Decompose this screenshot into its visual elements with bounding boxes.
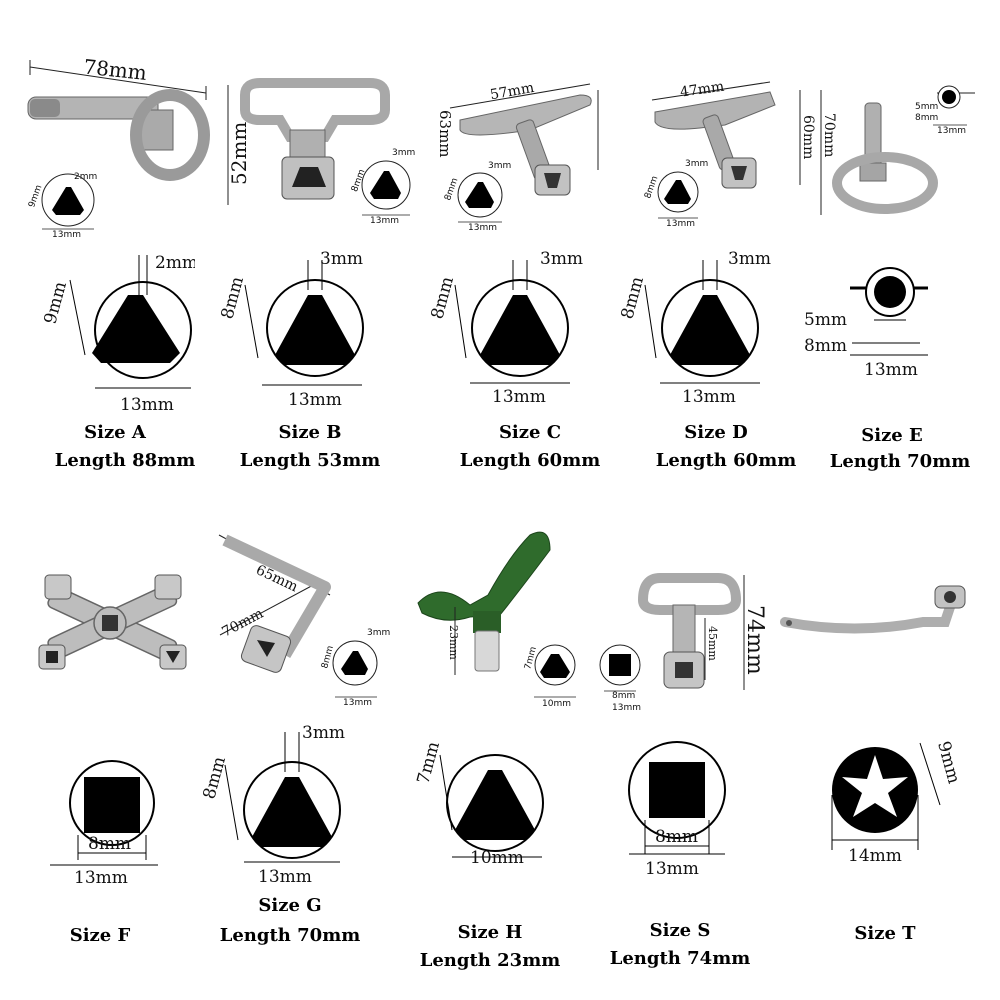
size-c-height-label: 8mm (428, 275, 458, 322)
size-g-length: Length 70mm (219, 925, 361, 946)
key-a-length-label: 78mm (82, 55, 148, 85)
size-b-width-label: 13mm (288, 390, 342, 410)
size-s-diagram: 8mm 13mm (628, 741, 726, 879)
key-t-photo (780, 585, 966, 634)
key-c-length-label: 63mm (436, 110, 454, 158)
key-c-flat-label: 3mm (488, 161, 511, 171)
size-h-height-label: 7mm (414, 740, 444, 787)
key-g-width-label: 13mm (343, 698, 372, 708)
size-c-label: Size C (498, 422, 562, 443)
size-a-height-label: 9mm (41, 280, 71, 327)
size-b-diagram: 3mm 8mm 13mm (218, 249, 364, 410)
size-f-diagram: 8mm 13mm (50, 760, 158, 888)
size-b-flat-label: 3mm (320, 249, 363, 269)
key-b-photo: 52mm 3mm 8mm 13mm (227, 78, 415, 226)
size-f-width-label: 13mm (74, 868, 128, 888)
key-a-photo: 78mm 2mm 9mm 13mm (27, 55, 210, 240)
size-e-diagram: 5mm 8mm 13mm (804, 267, 928, 380)
size-s-inner-label: 8mm (655, 827, 698, 847)
size-t-height-label: 9mm (933, 739, 963, 786)
key-a-flat-label: 2mm (74, 172, 97, 182)
size-g-label: Size G (258, 895, 322, 916)
size-a-label: Size A (84, 422, 146, 443)
key-d-width-label-sm: 13mm (666, 219, 695, 229)
key-g-flat-label: 3mm (367, 628, 390, 638)
key-h-length-label: 23mm (447, 625, 460, 660)
key-b-width-label: 13mm (370, 216, 399, 226)
key-h-width-label: 10mm (542, 699, 571, 709)
size-h-width-label: 10mm (470, 848, 524, 868)
key-e-outer-label: 8mm (915, 113, 938, 123)
size-b-length: Length 53mm (239, 450, 381, 471)
size-g-width-label: 13mm (258, 867, 312, 887)
key-e-width-label-sm: 13mm (937, 126, 966, 136)
size-e-inner-label: 5mm (804, 310, 847, 330)
size-c-width-label: 13mm (492, 387, 546, 407)
size-e-length: Length 70mm (829, 451, 971, 472)
key-e-photo: 70mm 5mm 8mm 13mm (820, 85, 975, 215)
key-s-inner-label: 8mm (612, 691, 635, 701)
key-a-width-label: 13mm (52, 230, 81, 240)
size-e-outer-label: 8mm (804, 336, 847, 356)
size-a-length: Length 88mm (54, 450, 196, 471)
size-d-label: Size D (684, 422, 748, 443)
key-b-flat-label: 3mm (392, 148, 415, 158)
size-d-flat-label: 3mm (728, 249, 771, 269)
size-t-diagram: 14mm 9mm (831, 739, 964, 866)
size-c-diagram: 3mm 8mm 13mm (428, 249, 584, 407)
size-f-inner-label: 8mm (88, 834, 131, 854)
key-f-photo (38, 574, 187, 670)
key-b-length-label: 52mm (227, 122, 251, 185)
size-g-diagram: 3mm 8mm 13mm (200, 723, 345, 887)
size-d-width-label: 13mm (682, 387, 736, 407)
size-t-width-label: 14mm (848, 846, 902, 866)
key-d-photo: 47mm 60mm 3mm 8mm 13mm (643, 79, 815, 229)
size-s-label: Size S (649, 920, 711, 941)
size-e-width-label: 13mm (864, 360, 918, 380)
size-d-height-label: 8mm (618, 275, 648, 322)
key-d-length-label: 60mm (800, 115, 815, 159)
key-s-length-label: 74mm (742, 605, 767, 675)
size-t-label: Size T (854, 923, 916, 944)
size-c-length: Length 60mm (459, 450, 601, 471)
key-h-photo: 23mm 7mm 10mm (417, 531, 576, 709)
size-s-length: Length 74mm (609, 948, 751, 969)
key-g-photo: 65mm 70mm 3mm 8mm 13mm (218, 534, 390, 708)
size-h-length: Length 23mm (419, 950, 561, 971)
size-g-flat-label: 3mm (302, 723, 345, 743)
size-a-width-label: 13mm (120, 395, 174, 415)
key-s-width-label: 13mm (612, 703, 641, 713)
key-s-inner-length-label: 45mm (706, 626, 719, 661)
key-e-inner-label: 5mm (915, 102, 938, 112)
size-h-label: Size H (457, 922, 523, 943)
size-e-label: Size E (861, 425, 923, 446)
size-a-diagram: 2mm 9mm 13mm (41, 253, 195, 415)
size-d-length: Length 60mm (655, 450, 797, 471)
key-e-length-label: 70mm (821, 113, 837, 157)
size-b-label: Size B (278, 422, 342, 443)
size-s-width-label: 13mm (645, 859, 699, 879)
size-f-label: Size F (69, 925, 131, 946)
size-g-height-label: 8mm (200, 755, 230, 802)
size-b-height-label: 8mm (218, 275, 248, 322)
size-a-flat-label: 2mm (155, 253, 195, 273)
size-h-diagram: 7mm 10mm (414, 740, 544, 868)
key-c-width-label: 57mm (489, 80, 535, 103)
size-d-diagram: 3mm 8mm 13mm (618, 249, 772, 407)
key-s-photo: 8mm 13mm 45mm 74mm (599, 573, 767, 713)
size-c-flat-label: 3mm (540, 249, 583, 269)
key-c-width-label-sm: 13mm (468, 223, 497, 233)
key-c-photo: 57mm 63mm 3mm 8mm 13mm (436, 80, 599, 233)
key-d-width-label: 47mm (679, 79, 725, 101)
key-d-height-label: 8mm (643, 175, 660, 200)
key-d-flat-label: 3mm (685, 159, 708, 169)
